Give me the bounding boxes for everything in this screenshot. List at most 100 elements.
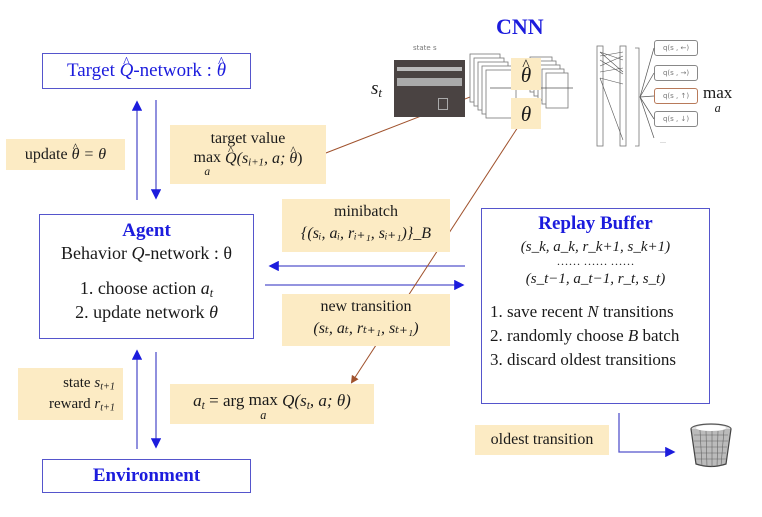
max-text: max [248, 390, 278, 409]
step-text: 2. update network [75, 302, 210, 322]
target-label-text: Target [66, 60, 120, 81]
subtitle-prefix: Behavior [60, 243, 132, 263]
args-open: (s [236, 150, 249, 167]
action-eq: = arg [204, 391, 249, 410]
max-sub: a [204, 166, 211, 178]
update-equals: = θ [79, 146, 107, 163]
step-suffix: batch [638, 326, 680, 345]
cnn-theta: θ [511, 98, 541, 129]
q-output-more: ... [660, 136, 666, 145]
close-paren: ) [297, 150, 303, 167]
reward-label: reward [48, 396, 95, 412]
trash-bin-icon [690, 423, 732, 468]
new-transition-title: new transition [320, 298, 412, 315]
theta-symbol: θ [520, 102, 532, 126]
cnn-title: CNN [496, 14, 544, 39]
oldest-transition-note: oldest transition [475, 425, 609, 455]
q-output-up-selected: q(s , ↑) [654, 88, 698, 104]
reward-sub: t+1 [100, 402, 115, 414]
fully-connected-layers [596, 45, 640, 147]
reward-line: reward rt+1 [18, 394, 115, 415]
target-label-suffix: -network : [133, 60, 217, 81]
buffer-entry-last: (s_t−1, a_t−1, r_t, s_t) [525, 271, 666, 287]
step-text: 1. choose action [79, 278, 201, 298]
q-output-left: q(s , ←) [654, 40, 698, 56]
step-sub: t [209, 286, 214, 301]
new-transition-note: new transition (sₜ, aₜ, rₜ₊₁, sₜ₊₁) [282, 294, 450, 346]
args-rest: , a; [263, 150, 290, 167]
q-output-fanout [639, 47, 655, 139]
step-prefix: 2. randomly choose [490, 326, 628, 345]
minibatch-title: minibatch [334, 203, 398, 220]
agent-title: Agent [122, 220, 171, 241]
cnn-theta-hat: θ [511, 58, 541, 90]
state-line: state st+1 [18, 373, 115, 394]
agent-steps: 1. choose action at 2. update network θ [40, 276, 253, 324]
agent-subtitle: Behavior Q-network : θ [40, 243, 253, 264]
input-sub: t [378, 85, 382, 101]
step-prefix: 3. discard oldest transitions [490, 350, 677, 369]
theta-hat: θ [289, 150, 297, 168]
target-network-box: Target Q-network : θ [42, 53, 251, 89]
subtitle-suffix: -network : θ [144, 243, 233, 263]
state-reward-note: state st+1 reward rt+1 [18, 368, 123, 420]
minibatch-formula: {(sᵢ, aᵢ, rᵢ₊₁, sᵢ₊₁)}_B [300, 225, 432, 242]
q-output-right: q(s , →) [654, 65, 698, 81]
agent-step: 1. choose action at [40, 276, 253, 300]
replay-buffer-box: Replay Buffer (s_k, a_k, r_k+1, s_k+1) …… [481, 208, 710, 404]
new-transition-formula: (sₜ, aₜ, rₜ₊₁, sₜ₊₁) [313, 320, 419, 337]
action-rhs-sub: t [306, 398, 310, 412]
action-rhs: Q(s [277, 391, 307, 410]
game-screen-image [394, 60, 465, 117]
state-sub: t+1 [100, 381, 115, 393]
state-label: state [63, 375, 95, 391]
environment-label: Environment [92, 465, 201, 486]
agent-step: 2. update network θ [40, 300, 253, 324]
max-text: max [703, 83, 733, 102]
input-s: s [371, 78, 379, 99]
action-lhs-sub: t [201, 398, 205, 412]
step-var: B [627, 326, 639, 345]
buffer-steps: 1. save recent N transitions 2. randomly… [490, 300, 709, 372]
cnn-input-label: st [371, 78, 382, 100]
state-caption: state s [413, 44, 437, 52]
update-text: update [24, 146, 72, 163]
max-sub: a [260, 408, 267, 422]
state-var: s [94, 375, 101, 391]
agent-box: Agent Behavior Q-network : θ 1. choose a… [39, 214, 254, 339]
q-hat-symbol: Q [120, 54, 134, 88]
reward-var: r [94, 396, 101, 412]
buffer-step: 3. discard oldest transitions [490, 348, 709, 372]
theta-hat: θ [72, 139, 80, 170]
arrow-buffer-to-trash [618, 413, 676, 458]
buffer-ellipsis: …… …… …… [556, 254, 635, 268]
buffer-step: 2. randomly choose B batch [490, 324, 709, 348]
target-network-label: Target Q-network : θ [43, 54, 250, 88]
step-suffix: transitions [598, 302, 674, 321]
action-lhs: a [193, 391, 202, 410]
max-text: max [193, 149, 222, 166]
q-output-down: q(s , ↓) [654, 111, 698, 127]
environment-box: Environment [42, 459, 251, 493]
sub-i1: i+1 [248, 156, 264, 169]
buffer-step: 1. save recent N transitions [490, 300, 709, 324]
minibatch-note: minibatch {(sᵢ, aᵢ, rᵢ₊₁, sᵢ₊₁)}_B [282, 199, 450, 252]
update-note: update θ = θ [6, 139, 125, 170]
replay-buffer-title: Replay Buffer [538, 213, 653, 234]
theta-hat-symbol: θ [521, 58, 531, 92]
target-value-title: target value [210, 130, 286, 147]
subtitle-q: Q [131, 243, 145, 263]
action-rhs-rest: , a; θ) [309, 391, 351, 410]
q-hat: Q [225, 150, 237, 168]
buffer-entry-first: (s_k, a_k, r_k+1, s_k+1) [520, 239, 671, 255]
step-var: θ [209, 302, 218, 322]
step-var: N [587, 302, 599, 321]
max-sub: a [714, 101, 721, 115]
step-prefix: 1. save recent [490, 302, 588, 321]
